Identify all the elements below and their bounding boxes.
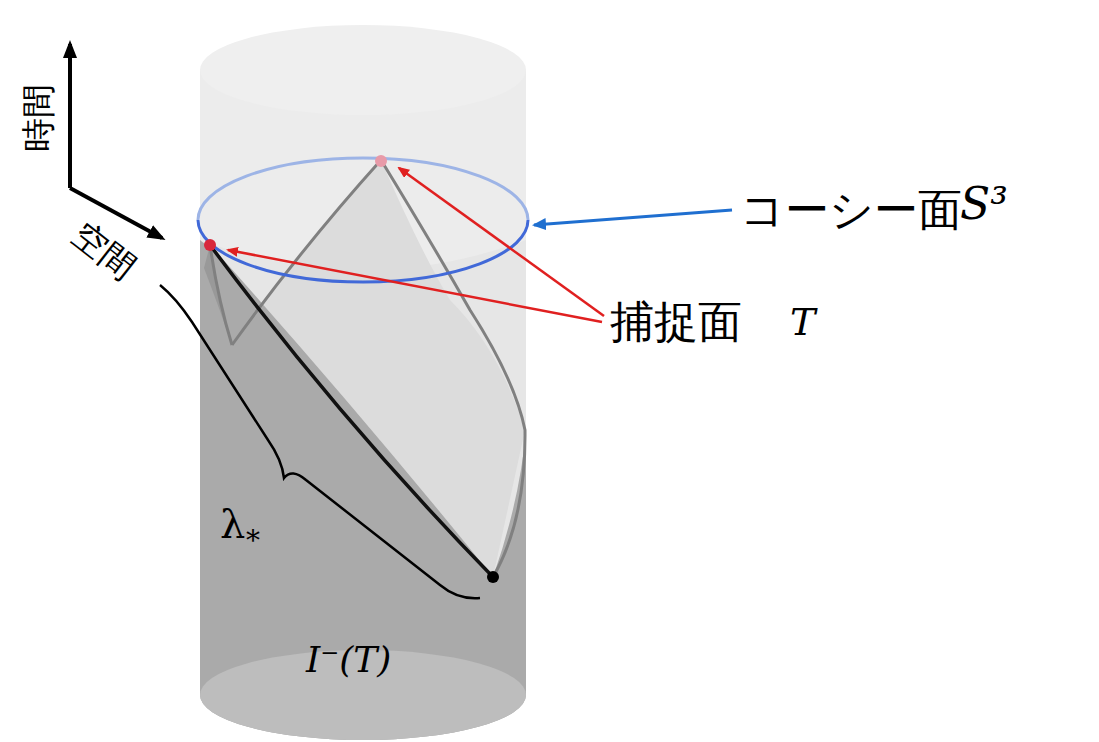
cauchy-surface-front bbox=[198, 220, 528, 282]
past-region-edge bbox=[204, 245, 232, 345]
cone-edge bbox=[381, 160, 525, 577]
axis-label: 空間 bbox=[65, 213, 144, 287]
math-symbol: T bbox=[790, 300, 815, 346]
surface-label: 捕捉面 bbox=[610, 296, 742, 349]
math-subscript: * bbox=[246, 524, 260, 558]
past-region bbox=[200, 240, 526, 740]
cauchy-surface-back bbox=[198, 158, 528, 220]
cylinder-body bbox=[200, 70, 526, 740]
region-label: I⁻(T) bbox=[306, 638, 391, 681]
surface-label: コーシー面 bbox=[740, 184, 962, 237]
null-geodesic bbox=[210, 245, 493, 577]
end-point bbox=[487, 571, 499, 583]
cone-edge bbox=[232, 160, 381, 345]
math-symbol: S³ bbox=[960, 178, 1008, 231]
cylinder-top bbox=[200, 25, 526, 115]
time-axis bbox=[68, 44, 72, 188]
brace bbox=[160, 285, 480, 598]
trapped-point bbox=[204, 239, 216, 251]
leader-arrow bbox=[228, 250, 602, 322]
math-symbol: λ bbox=[220, 500, 245, 548]
trapped-point bbox=[375, 155, 387, 167]
axis-label: 時間 bbox=[18, 84, 59, 152]
leader-arrow bbox=[399, 168, 604, 316]
leader-arrow bbox=[534, 210, 732, 225]
